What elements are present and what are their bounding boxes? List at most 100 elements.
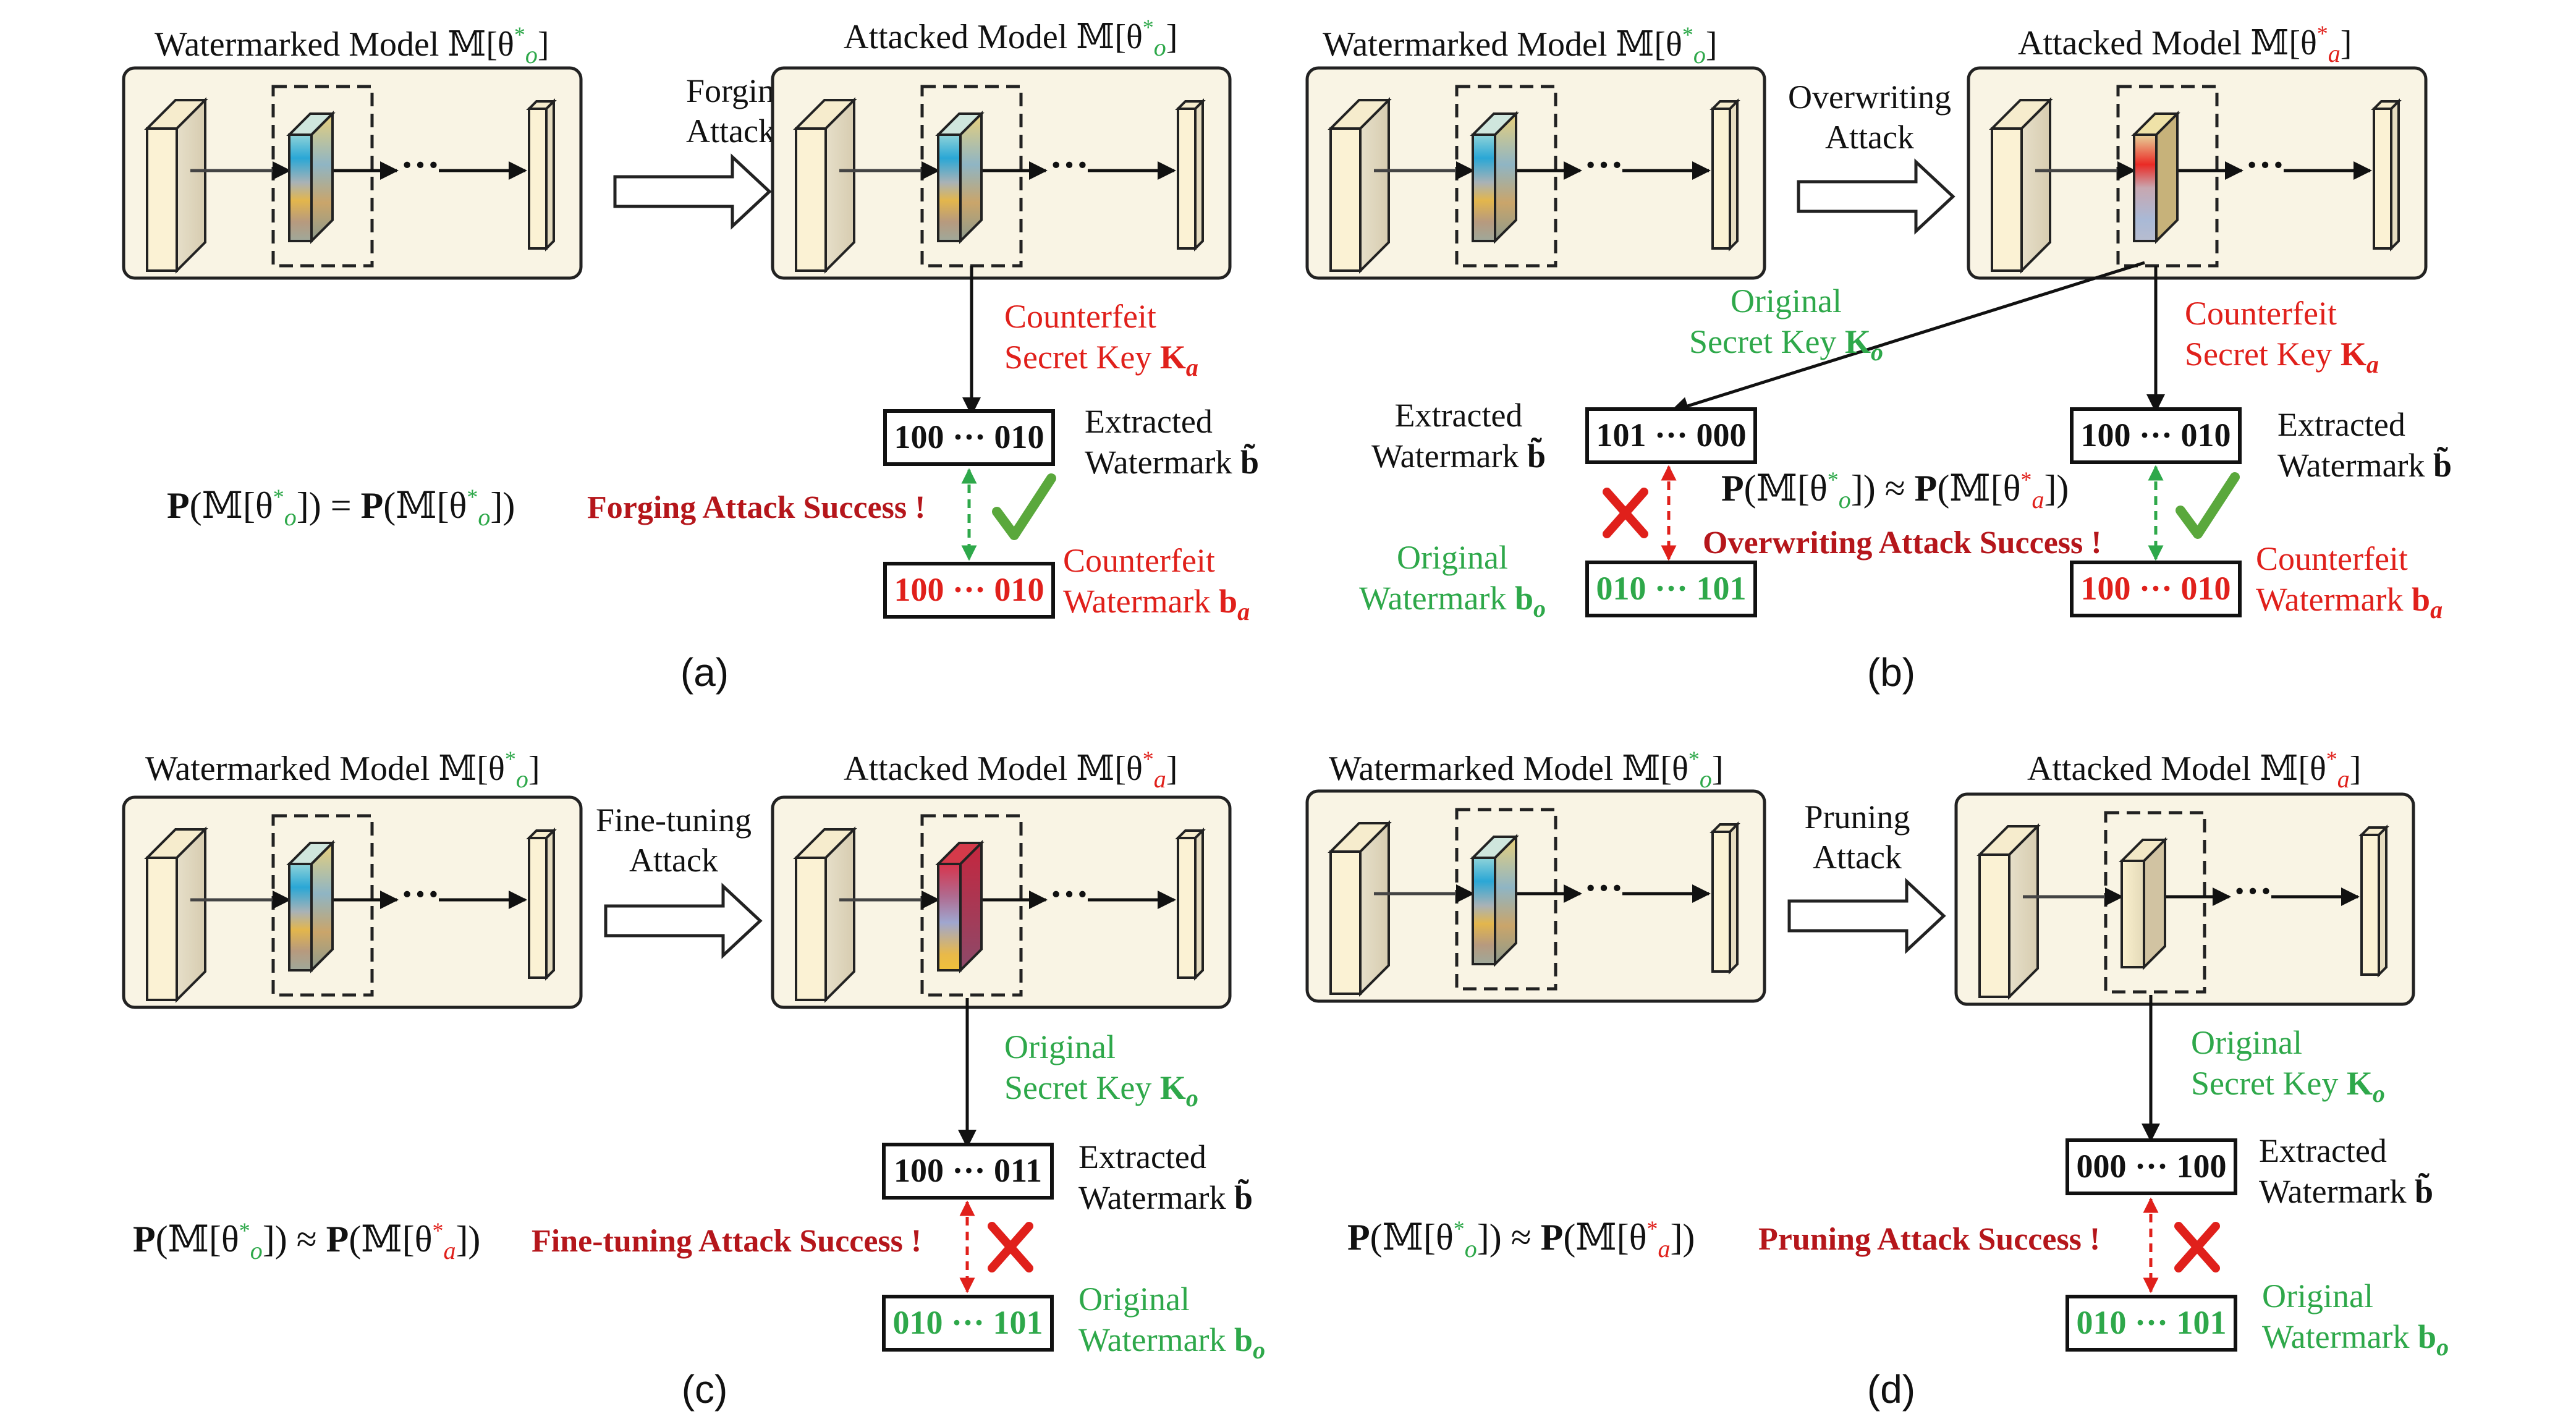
panel-c-secret-key-line2: Secret Key Ko: [1004, 1069, 1198, 1112]
panel-a-compare-label-line2: Watermark ba: [1063, 583, 1250, 625]
panel-a-watermarked-model-watermarked-layer-front: [288, 133, 313, 242]
panel-b-counterfeit-key-line2: Secret Key Ka: [2185, 336, 2379, 378]
panel-b-counterfeit-extracted-label-line1: Extracted: [2277, 406, 2405, 443]
panel-c-compare-label-line2: Watermark bo: [1078, 1321, 1265, 1364]
panel-b-attack-label-2: Attack: [1825, 119, 1914, 156]
panel-a: Watermarked Model 𝕄[θ*o]···ForgingAttack…: [122, 15, 1259, 695]
panel-b-attack-arrow: [1797, 158, 1955, 235]
panel-a-attacked-model-watermarked-layer-front: [937, 133, 962, 242]
panel-d-extracted-label-line2: Watermark b̃: [2259, 1173, 2433, 1210]
panel-d-watermarked-model-frame: [1305, 789, 1766, 1003]
panel-c-attack-arrow: [604, 883, 763, 959]
panel-d-attacked-model-frame: [1954, 792, 2415, 1006]
panel-b-attack-label-1: Overwriting: [1788, 78, 1951, 116]
panel-d-watermarked-model-watermarked-layer-side: [1494, 834, 1517, 967]
panel-d-success-text: Pruning Attack Success !: [1758, 1222, 2100, 1257]
panel-d-original-watermark-frame: [2065, 1295, 2237, 1352]
panel-a-check-icon: [992, 473, 1056, 540]
panel-b-cross-icon-stroke-2: [1603, 488, 1648, 538]
panel-a-extracted-watermark-frame: [883, 409, 1055, 466]
panel-d-attacked-model-input-slab-side: [2008, 823, 2039, 1000]
panel-c-extracted-label-line1: Extracted: [1078, 1138, 1206, 1175]
panel-c-extracted-watermark-bits: 100 ··· 011: [894, 1152, 1042, 1189]
panel-c-attacked-model-ellipsis: ···: [1049, 872, 1089, 916]
panel-b-original-extracted-frame: [1585, 407, 1757, 464]
panel-b-cross-icon: [1603, 488, 1648, 538]
panel-b: Watermarked Model 𝕄[θ*o]···OverwritingAt…: [1305, 21, 2452, 695]
panel-c-watermarked-model-input-slab-front: [146, 857, 178, 1001]
panel-b-check-icon: [2176, 472, 2240, 539]
panel-c-watermarked-model-ellipsis: ···: [400, 872, 440, 916]
panel-b-counterfeit-watermark-bits: 100 ··· 010: [2080, 570, 2231, 607]
panel-b-original-watermark-label-line2: Watermark bo: [1359, 580, 1546, 622]
panel-a-watermarked-model-frame: [122, 66, 583, 280]
panel-c-attack-label-2: Attack: [629, 842, 718, 879]
panel-a-caption: (a): [680, 650, 729, 695]
panel-c-watermarked-model-watermarked-layer-front: [288, 863, 313, 972]
panel-c-attacked-model-output-slab-front: [1177, 837, 1197, 979]
panel-c-original-watermark-bits: 010 ··· 101: [892, 1304, 1043, 1341]
panel-d-extracted-watermark-bits: 000 ··· 100: [2076, 1148, 2226, 1185]
panel-b-attacked-model-frame: [1967, 66, 2428, 280]
panel-d-watermarked-model-ellipsis: ···: [1584, 866, 1624, 910]
panel-d-attack-label-1: Pruning: [1804, 798, 1910, 836]
panel-a-watermarked-model-input-slab-front: [146, 127, 178, 272]
panel-d-attacked-model-watermarked-layer-side: [2143, 837, 2166, 970]
panel-d-attacked-model-watermarked-layer-front: [2121, 860, 2145, 968]
panel-b-watermarked-model-watermarked-layer-side: [1494, 111, 1517, 244]
panel-b-counterfeit-label-line1: Counterfeit: [2256, 540, 2408, 577]
panel-b-counterfeit-watermark-frame: [2070, 561, 2242, 617]
panel-a-attacked-title: Attacked Model 𝕄[θ*o]: [844, 15, 1177, 61]
panel-d-cross-icon: [2174, 1222, 2220, 1272]
panel-d-attack-arrow: [1787, 878, 1946, 954]
panel-a-attacked-model-output-slab-front: [1177, 108, 1197, 250]
panel-a-extracted-watermark-bits: 100 ··· 010: [894, 418, 1044, 455]
panel-a-extracted-label-line1: Extracted: [1085, 403, 1213, 440]
panel-b-counterfeit-extracted-frame: [2070, 407, 2242, 464]
panel-c-attacked-title: Attacked Model 𝕄[θ*a]: [844, 747, 1177, 793]
panel-a-compare-label-line1: Counterfeit: [1063, 542, 1215, 579]
panel-c-watermarked-model-output-slab-front: [528, 837, 548, 979]
panel-d-attacked-model-output-slab-front: [2360, 834, 2380, 976]
panel-c-cross-icon-stroke-2: [988, 1222, 1033, 1272]
panel-a-secret-key-line1: Counterfeit: [1004, 298, 1156, 335]
panel-b-attacked-model-input-slab-side: [2020, 97, 2051, 274]
panel-d-attacked-title: Attacked Model 𝕄[θ*a]: [2027, 747, 2361, 793]
panel-c-extracted-watermark-frame: [882, 1143, 1054, 1200]
panel-b-watermarked-model-watermarked-layer-front: [1472, 133, 1496, 242]
panel-c-watermarked-model-watermarked-layer-side: [310, 840, 334, 973]
panel-d-watermarked-model-input-slab-front: [1329, 850, 1362, 995]
panel-a-counterfeit-watermark-bits: 100 ··· 010: [894, 571, 1044, 608]
panel-b-watermarked-model-output-slab-front: [1711, 108, 1731, 250]
panel-d-watermarked-model-input-slab-side: [1359, 820, 1390, 997]
panel-c-watermarked-model-input-slab-side: [176, 826, 206, 1003]
panel-a-watermarked-title: Watermarked Model 𝕄[θ*o]: [155, 22, 549, 69]
panel-b-counterfeit-key-line1: Counterfeit: [2185, 295, 2337, 332]
panel-a-attacked-model-watermarked-layer-side: [959, 111, 983, 244]
panel-b-watermarked-title: Watermarked Model 𝕄[θ*o]: [1323, 22, 1718, 69]
panel-b-watermarked-model-input-slab-side: [1359, 97, 1390, 274]
panel-b-attacked-model-watermarked-layer-side: [2155, 111, 2179, 244]
panel-b-original-watermark-bits: 010 ··· 101: [1596, 570, 1746, 607]
panel-c-watermarked-model-frame: [122, 795, 583, 1009]
panel-b-original-key-line1: Original: [1731, 282, 1842, 320]
panel-d-secret-key-line2: Secret Key Ko: [2191, 1065, 2385, 1107]
panel-d-watermarked-model-output-slab-front: [1711, 831, 1731, 973]
panel-d-secret-key-line1: Original: [2191, 1024, 2302, 1061]
panel-b-counterfeit-label-line2: Watermark ba: [2256, 581, 2443, 624]
panel-b-caption: (b): [1867, 650, 1915, 695]
panel-a-attacked-model-ellipsis: ···: [1049, 143, 1089, 187]
panel-d-caption: (d): [1867, 1367, 1915, 1412]
panel-d-extracted-label-line1: Extracted: [2259, 1132, 2387, 1169]
panel-b-original-extracted-label-line1: Extracted: [1395, 397, 1523, 434]
panel-b-original-extracted-bits: 101 ··· 000: [1596, 417, 1746, 454]
panel-b-attacked-title: Attacked Model 𝕄[θ*a]: [2018, 21, 2352, 67]
panel-a-watermarked-model-ellipsis: ···: [400, 143, 440, 187]
panel-b-counterfeit-extracted-bits: 100 ··· 010: [2080, 417, 2231, 454]
panel-c-success-text: Fine-tuning Attack Success !: [532, 1224, 922, 1259]
panel-d-cross-icon-stroke-2: [2174, 1222, 2220, 1272]
panel-b-original-watermark-label-line1: Original: [1397, 539, 1508, 576]
panel-c-watermarked-title: Watermarked Model 𝕄[θ*o]: [145, 747, 540, 793]
panel-c-attacked-model-watermarked-layer-front: [937, 863, 962, 972]
panel-c-secret-key-line1: Original: [1004, 1028, 1116, 1065]
